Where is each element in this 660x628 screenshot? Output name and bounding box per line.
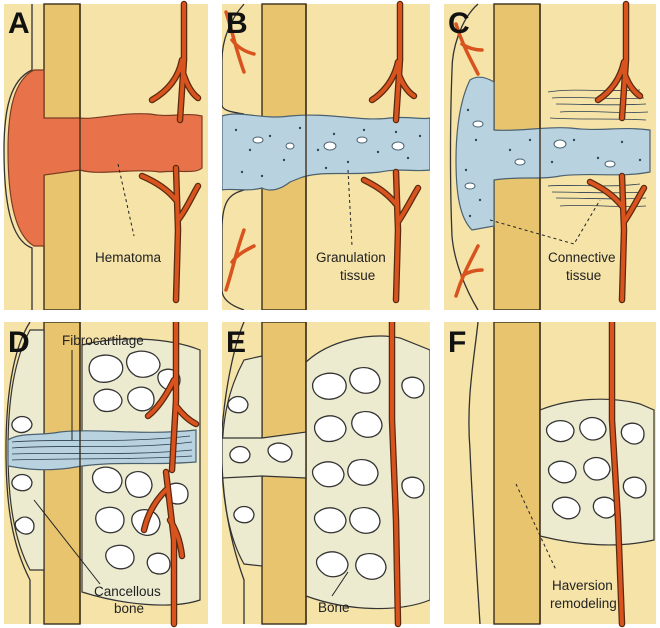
bone-label: Bone — [318, 600, 350, 615]
panel-a-letter: A — [8, 7, 30, 40]
panel-c: C Connective tissue — [444, 4, 656, 310]
panel-f-letter: F — [448, 326, 466, 359]
panel-e: E Bone — [222, 322, 430, 624]
connective-label-line2: tissue — [566, 268, 601, 283]
panel-b: B Granulation tissue — [222, 4, 430, 310]
panel-c-letter: C — [448, 7, 470, 40]
panel-a: A Hematoma — [4, 4, 208, 310]
panel-b-letter: B — [226, 7, 248, 40]
panel-d-cortex-outer — [44, 322, 80, 624]
granulation-label-line1: Granulation — [316, 250, 386, 265]
haversion-label-line2: remodeling — [550, 596, 617, 611]
haversion-label-line1: Haversion — [552, 578, 613, 593]
cancellous-label-line2: bone — [114, 601, 144, 616]
separator-horizontal — [0, 310, 660, 322]
fibrocartilage-band — [8, 430, 196, 470]
fibrocartilage-label: Fibrocartilage — [62, 333, 144, 348]
cancellous-label-line1: Cancellous — [94, 584, 161, 599]
panel-e-letter: E — [226, 326, 246, 359]
granulation-label-line2: tissue — [340, 268, 375, 283]
panel-d-letter: D — [8, 326, 30, 359]
connective-label-line1: Connective — [548, 250, 616, 265]
panel-f-cortex-outer — [494, 322, 540, 624]
panel-d: D Fibrocartilage Cancellous bone — [4, 322, 208, 624]
hematoma-label: Hematoma — [95, 250, 162, 265]
panel-f: F Haversion remodeling — [444, 322, 656, 624]
